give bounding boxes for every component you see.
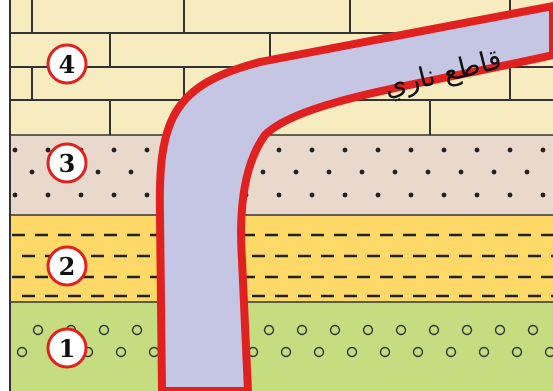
sand-dot	[30, 170, 35, 175]
sand-dot	[525, 170, 530, 175]
sand-dot	[475, 193, 480, 198]
layer-number: 3	[59, 149, 76, 178]
sand-dot	[508, 193, 513, 198]
layer-1-fill	[10, 302, 553, 391]
sand-dot	[13, 148, 18, 153]
sand-dot	[360, 170, 365, 175]
sand-dot	[310, 193, 315, 198]
sand-dot	[294, 170, 299, 175]
sand-dot	[277, 148, 282, 153]
sand-dot	[459, 170, 464, 175]
sand-dot	[343, 148, 348, 153]
sand-dot	[508, 148, 513, 153]
sand-dot	[145, 193, 150, 198]
sand-dot	[376, 193, 381, 198]
layer-2-fill	[10, 215, 553, 302]
sand-dot	[393, 170, 398, 175]
sand-dot	[112, 148, 117, 153]
sand-dot	[46, 148, 51, 153]
sand-dot	[426, 170, 431, 175]
sand-dot	[261, 170, 266, 175]
sand-dot	[475, 148, 480, 153]
layer-number: 1	[59, 334, 76, 363]
sand-dot	[409, 193, 414, 198]
sand-dot	[409, 148, 414, 153]
sand-dot	[376, 148, 381, 153]
layer-label-1: 1	[48, 329, 86, 367]
sand-dot	[310, 148, 315, 153]
sand-dot	[79, 193, 84, 198]
layer-label-2: 2	[48, 247, 86, 285]
sand-dot	[129, 170, 134, 175]
layer-2-shale	[10, 215, 553, 302]
sand-dot	[492, 170, 497, 175]
sand-dot	[442, 193, 447, 198]
layer-1-conglomerate	[10, 302, 553, 391]
layer-label-3: 3	[48, 144, 86, 182]
sand-dot	[541, 148, 546, 153]
layer-3-sandstone	[10, 135, 553, 215]
layer-number: 2	[59, 252, 76, 281]
sand-dot	[13, 193, 18, 198]
sand-dot	[541, 193, 546, 198]
sand-dot	[46, 193, 51, 198]
layer-number: 4	[59, 50, 76, 79]
sand-dot	[145, 148, 150, 153]
sand-dot	[277, 193, 282, 198]
sand-dot	[343, 193, 348, 198]
sand-dot	[96, 170, 101, 175]
sand-dot	[442, 148, 447, 153]
sand-dot	[327, 170, 332, 175]
layer-3-fill	[10, 135, 553, 215]
layer-label-4: 4	[48, 45, 86, 83]
sand-dot	[112, 193, 117, 198]
